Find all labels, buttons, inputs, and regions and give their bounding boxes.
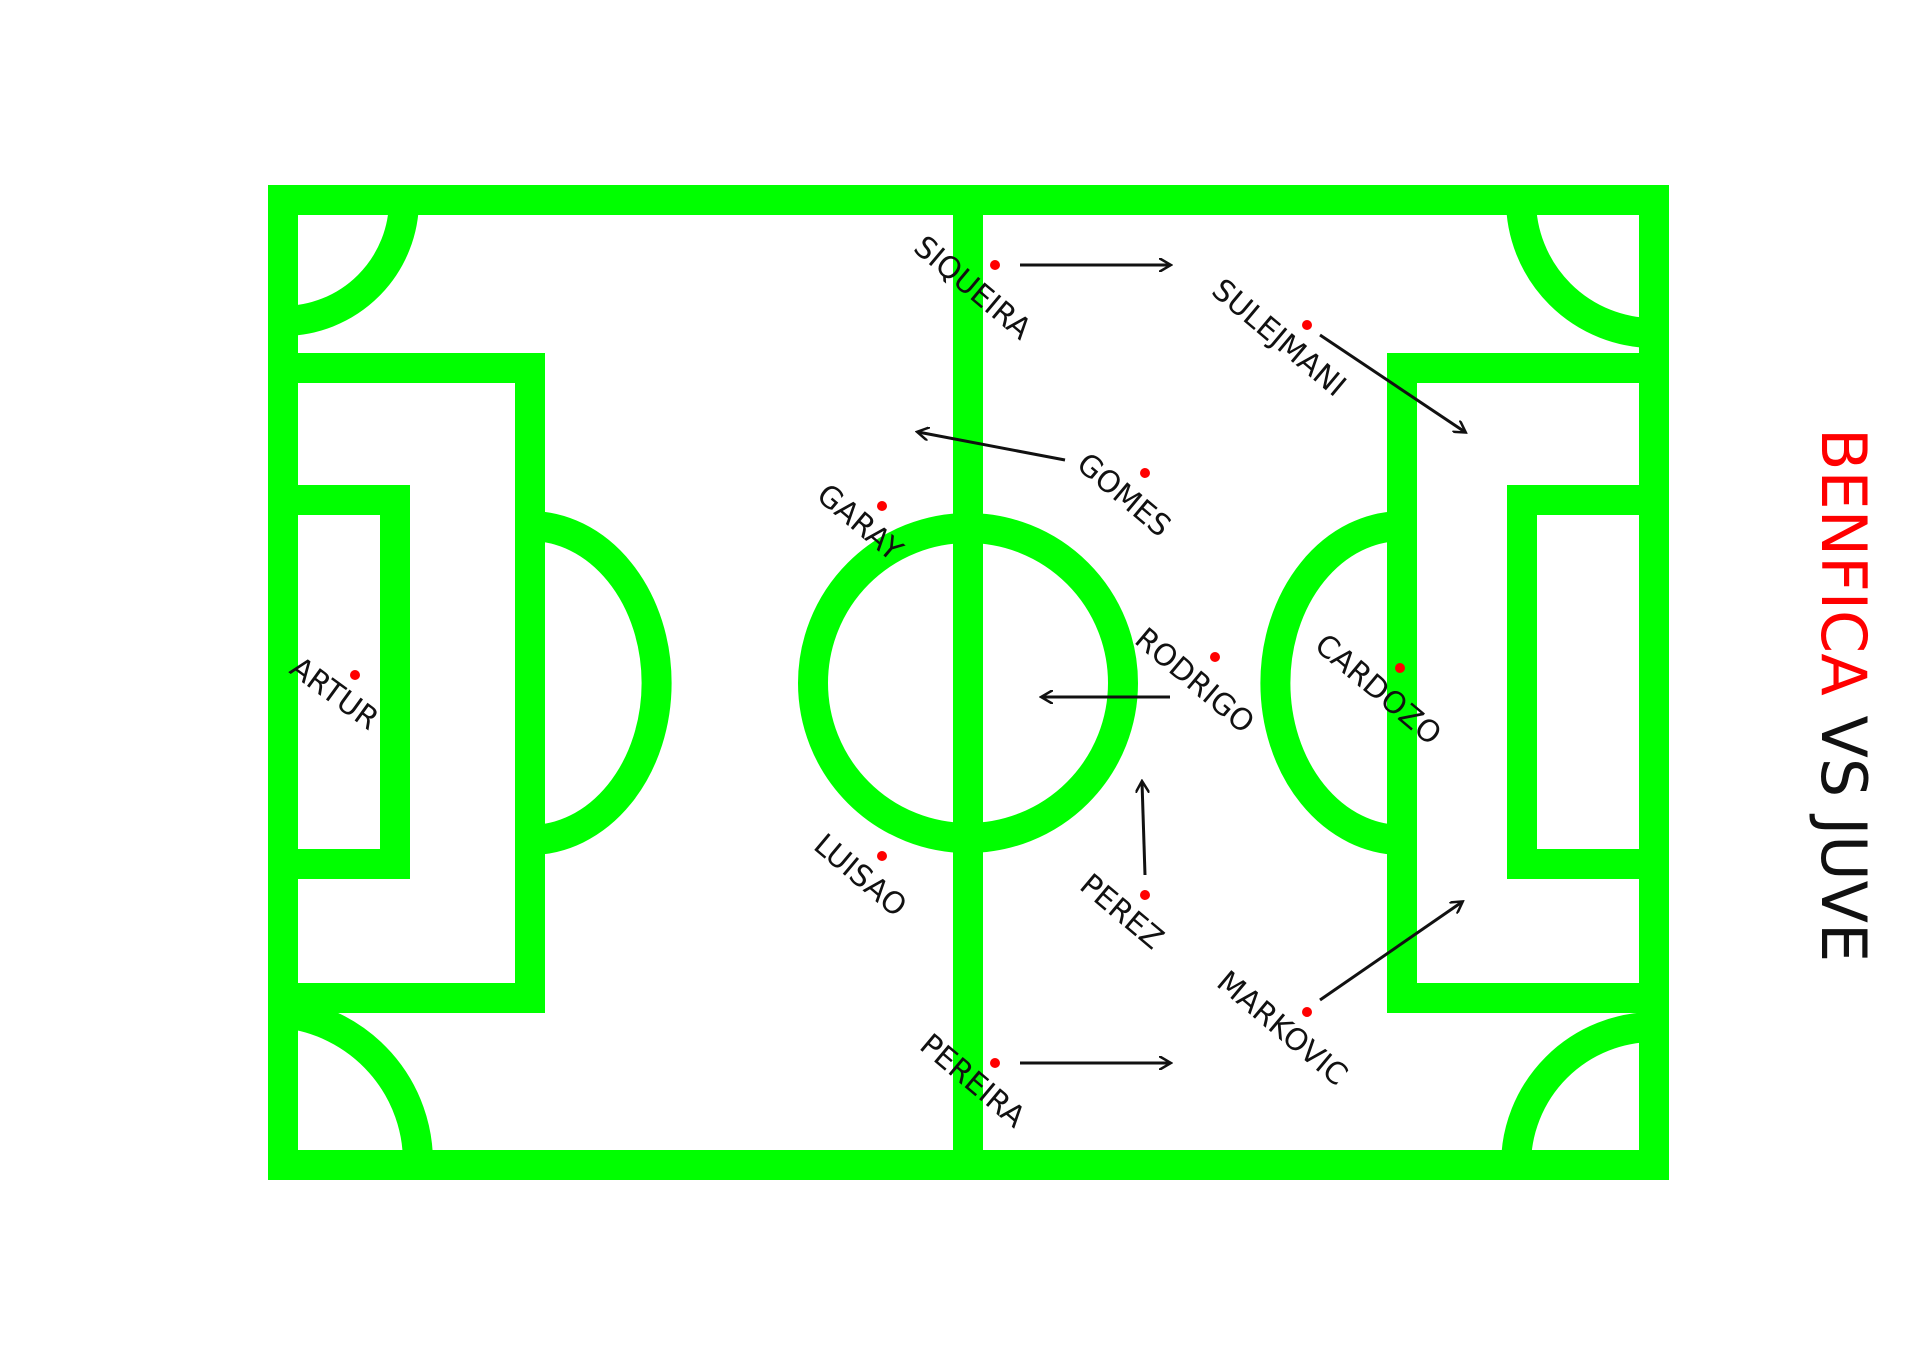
player-dot bbox=[1395, 663, 1405, 673]
player-dot bbox=[877, 501, 887, 511]
arrow-markovic bbox=[1319, 902, 1462, 1002]
right-goal-area bbox=[1507, 485, 1669, 879]
pitch-lines bbox=[268, 185, 1669, 1180]
player-label: ARTUR bbox=[283, 650, 385, 737]
corner-arc-top-right bbox=[1506, 199, 1655, 348]
match-title: BENFICA VS JUVE bbox=[1807, 428, 1880, 962]
player-dot bbox=[1140, 468, 1150, 478]
player-dot bbox=[990, 1058, 1000, 1068]
player-artur: ARTUR bbox=[283, 650, 385, 737]
player-label: SULEJMANI bbox=[1205, 272, 1353, 404]
player-dot bbox=[877, 851, 887, 861]
player-label: RODRIGO bbox=[1128, 621, 1261, 740]
player-label: MARKOVIC bbox=[1210, 964, 1354, 1093]
player-sulejmani: SULEJMANI bbox=[1205, 272, 1353, 404]
player-label: GOMES bbox=[1070, 446, 1177, 544]
corner-arc-bottom-right bbox=[1501, 1012, 1655, 1166]
arrow-gomes bbox=[918, 432, 1066, 462]
corner-arc-top-left bbox=[282, 199, 419, 336]
player-dot bbox=[1210, 652, 1220, 662]
player-dot bbox=[1140, 890, 1150, 900]
player-label: CARDOZO bbox=[1308, 627, 1448, 752]
arrow-perez bbox=[1142, 782, 1145, 876]
player-cardozo: CARDOZO bbox=[1308, 627, 1448, 752]
player-markovic: MARKOVIC bbox=[1210, 964, 1354, 1093]
title-separator: VS bbox=[1807, 696, 1880, 817]
player-dot bbox=[350, 670, 360, 680]
player-rodrigo: RODRIGO bbox=[1128, 621, 1261, 740]
player-label: LUISAO bbox=[807, 827, 913, 924]
home-team-title: BENFICA bbox=[1807, 428, 1880, 696]
movement-arrows bbox=[918, 265, 1465, 1063]
left-penalty-arc bbox=[529, 511, 672, 855]
player-dot bbox=[1302, 320, 1312, 330]
away-team-title: JUVE bbox=[1807, 813, 1880, 962]
right-penalty-arc bbox=[1260, 511, 1403, 855]
player-dot bbox=[990, 260, 1000, 270]
arrow-sulejmani bbox=[1319, 333, 1465, 432]
player-label: PEREZ bbox=[1073, 867, 1170, 956]
player-gomes: GOMES bbox=[1070, 446, 1177, 544]
corner-arc-bottom-left bbox=[281, 998, 434, 1166]
left-goal-area bbox=[268, 485, 410, 879]
center-circle bbox=[798, 513, 1138, 853]
player-dot bbox=[1302, 1007, 1312, 1017]
player-luisao: LUISAO bbox=[807, 827, 913, 924]
player-perez: PEREZ bbox=[1073, 867, 1170, 956]
